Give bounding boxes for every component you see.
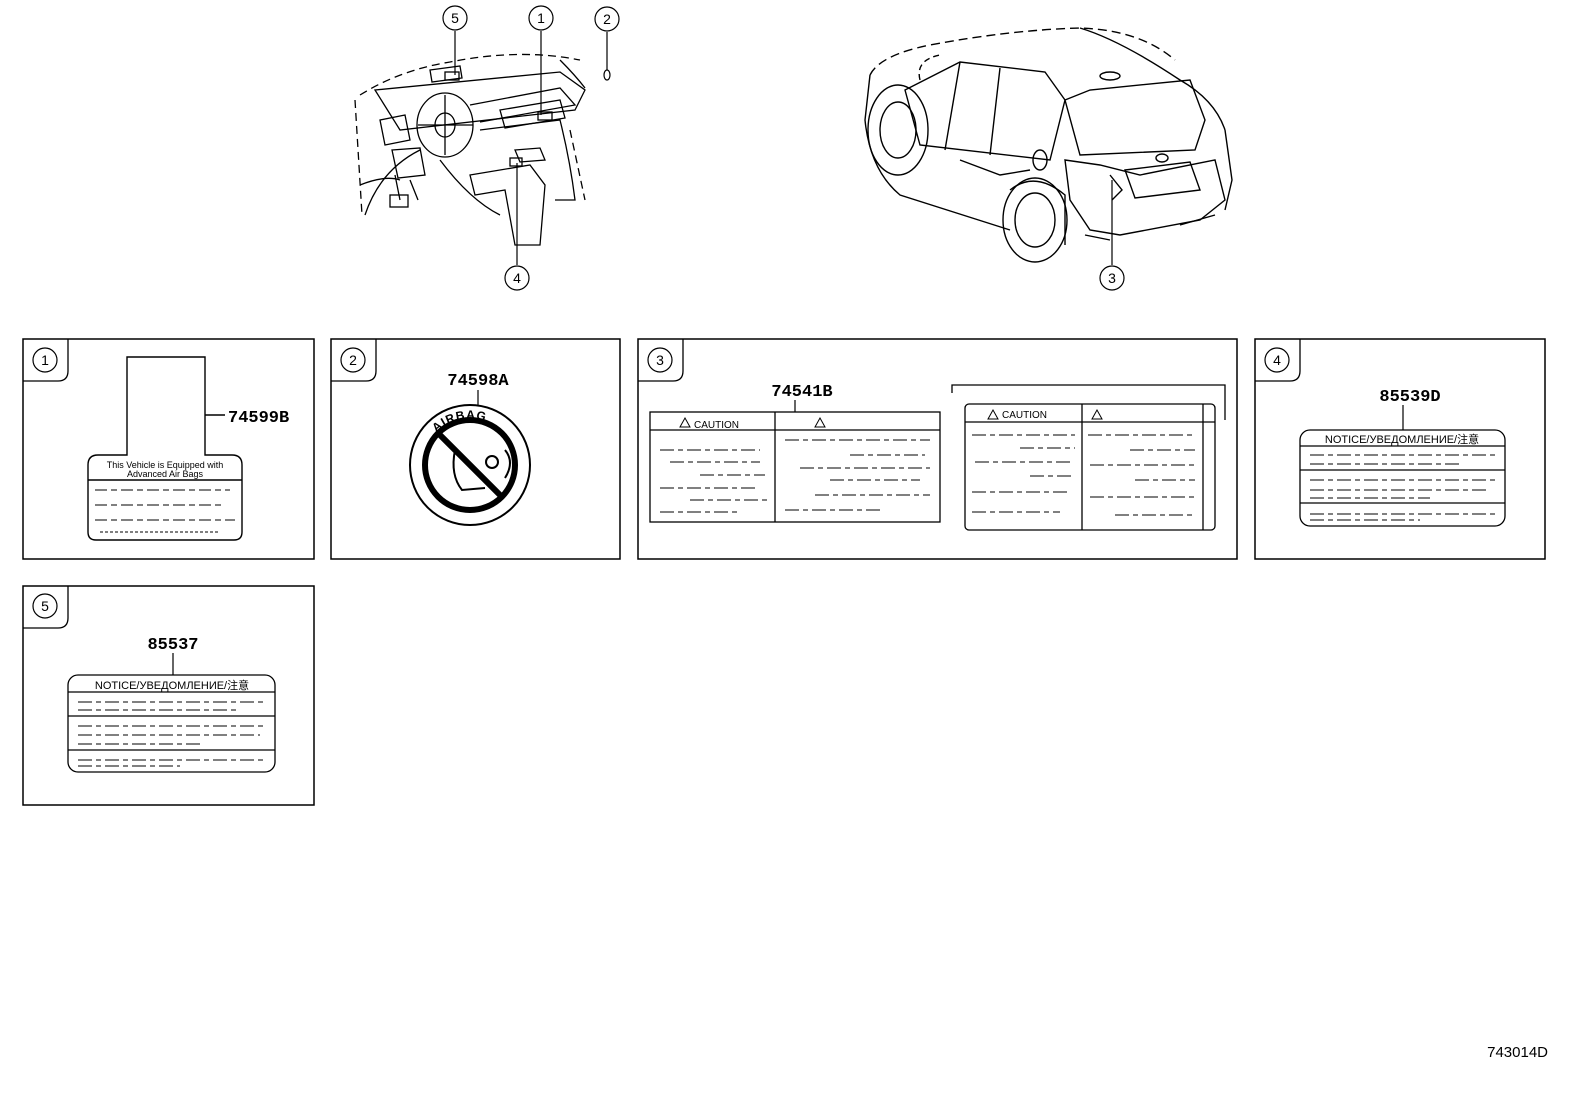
callout-1-top: 1 — [528, 5, 554, 31]
interior-callout-leaders — [454, 31, 611, 265]
visor-tag-shape — [87, 356, 243, 541]
panel-4-notice-label: 4 85539D NOTICE/УВЕДОМЛЕНИЕ/注意 — [1254, 338, 1546, 560]
svg-text:4: 4 — [513, 270, 521, 286]
svg-text:5: 5 — [451, 10, 459, 26]
vehicle-rear-illustration — [864, 27, 1233, 263]
panel-2-part-number: 74598A — [447, 372, 509, 391]
panel-4-index-circle — [1264, 347, 1290, 373]
panel-2-index: 2 — [349, 352, 357, 368]
caution-right-text: CAUTION — [1002, 410, 1047, 421]
notice-sticker-5 — [67, 674, 276, 773]
callout-5-top: 5 — [442, 5, 468, 31]
interior-dashboard-illustration — [354, 53, 586, 246]
callout-4-top: 4 — [504, 265, 530, 291]
panel-2-airbag-badge: 2 74598A AIRBAG — [330, 338, 621, 560]
panel-5-index: 5 — [41, 598, 49, 614]
svg-text:2: 2 — [603, 11, 611, 27]
notice-sticker-4 — [1299, 429, 1506, 527]
panel-1-label-line2: Advanced Air Bags — [127, 469, 204, 479]
caution-sticker-left — [649, 411, 941, 523]
panel-2-index-circle — [340, 347, 366, 373]
panel-1-index-circle — [32, 347, 58, 373]
caution-sticker-right — [951, 384, 1226, 531]
caution-left-text: CAUTION — [694, 420, 739, 431]
diagram-id: 743014D — [1487, 1044, 1548, 1061]
panel-3-index: 3 — [656, 352, 664, 368]
panel-1-label-line1: This Vehicle is Equipped with — [107, 460, 224, 470]
notice-5-header: NOTICE/УВЕДОМЛЕНИЕ/注意 — [95, 678, 249, 692]
panel-3-index-circle — [647, 347, 673, 373]
svg-text:1: 1 — [537, 10, 545, 26]
panel-1-airbag-label: 1 This Vehicle is Equipped with Advanced… — [22, 338, 315, 560]
callout-3-top: 3 — [1099, 265, 1125, 291]
airbag-prohibition-badge: AIRBAG — [409, 404, 531, 526]
panel-5-index-circle — [32, 593, 58, 619]
panel-4-index: 4 — [1273, 352, 1281, 368]
notice-4-header: NOTICE/УВЕДОМЛЕНИЕ/注意 — [1325, 432, 1479, 446]
panel-5-notice-label: 5 85537 NOTICE/УВЕДОМЛЕНИЕ/注意 — [22, 585, 315, 806]
panel-5-part-number: 85537 — [147, 636, 198, 655]
panel-3-caution-labels: 3 74541B CAUTION CAUTION — [637, 338, 1238, 560]
panel-3-part-number: 74541B — [771, 383, 832, 402]
svg-text:3: 3 — [1108, 270, 1116, 286]
callout-2-top: 2 — [594, 6, 620, 32]
panel-1-index: 1 — [41, 352, 49, 368]
panel-1-part-number: 74599B — [228, 409, 289, 428]
panel-4-part-number: 85539D — [1379, 388, 1440, 407]
